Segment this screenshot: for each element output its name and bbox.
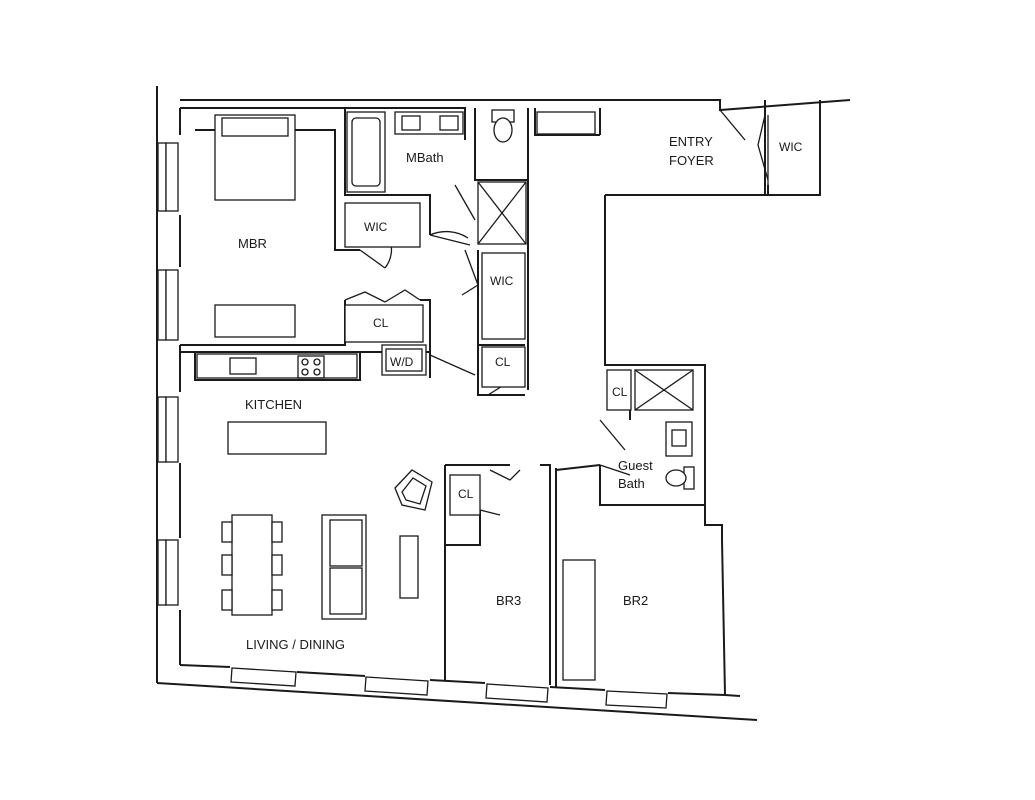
dresser (214, 304, 296, 338)
room-label-kitchen: KITCHEN (245, 397, 302, 412)
vanity (394, 111, 464, 135)
room-label-closet-hall: CL (495, 355, 511, 369)
room-label-living-dining: LIVING / DINING (246, 637, 345, 652)
room-label-master-bath: MBath (406, 150, 444, 165)
doors (344, 109, 769, 516)
sink-icon (665, 421, 693, 457)
room-label-guest-bath: Bath (618, 476, 645, 491)
room-label-closet-guest: CL (612, 385, 628, 399)
room-label-entry: ENTRY (669, 134, 713, 149)
room-label-closet-br3: CL (458, 487, 474, 501)
bed (214, 114, 296, 201)
room-label-guest: Guest (618, 458, 653, 473)
wic-box (481, 252, 526, 340)
kitchen-counter (196, 353, 358, 379)
dining-table (231, 514, 273, 616)
console-table (399, 535, 419, 599)
armchair (394, 469, 433, 511)
room-label-wic-entry: WIC (779, 140, 803, 154)
room-label-closet-master: CL (373, 316, 389, 330)
closet-box (344, 304, 424, 343)
room-label-mbr: MBR (238, 236, 267, 251)
closet-box (606, 369, 632, 411)
room-label-foyer: FOYER (669, 153, 714, 168)
room-label-wic-master: WIC (364, 220, 388, 234)
wic-box (344, 202, 421, 248)
room-label-wic-hall: WIC (490, 274, 514, 288)
counter (536, 111, 596, 135)
kitchen-island (227, 421, 327, 455)
sink-icon (229, 357, 257, 375)
fixtures (196, 109, 769, 681)
bed (562, 559, 596, 681)
sofa (321, 514, 367, 620)
washer-dryer-icon (381, 344, 427, 376)
closet-box (481, 346, 526, 388)
room-label-br2: BR2 (623, 593, 648, 608)
stove-icon (297, 355, 325, 379)
room-label-washer-dryer: W/D (390, 355, 414, 369)
bathtub-icon (346, 111, 386, 193)
windows (157, 142, 668, 709)
closet-box (449, 474, 481, 516)
room-label-br3: BR3 (496, 593, 521, 608)
room-labels: MBath WIC MBR CL WIC CL W/D ENTRY FOYER … (238, 134, 803, 652)
